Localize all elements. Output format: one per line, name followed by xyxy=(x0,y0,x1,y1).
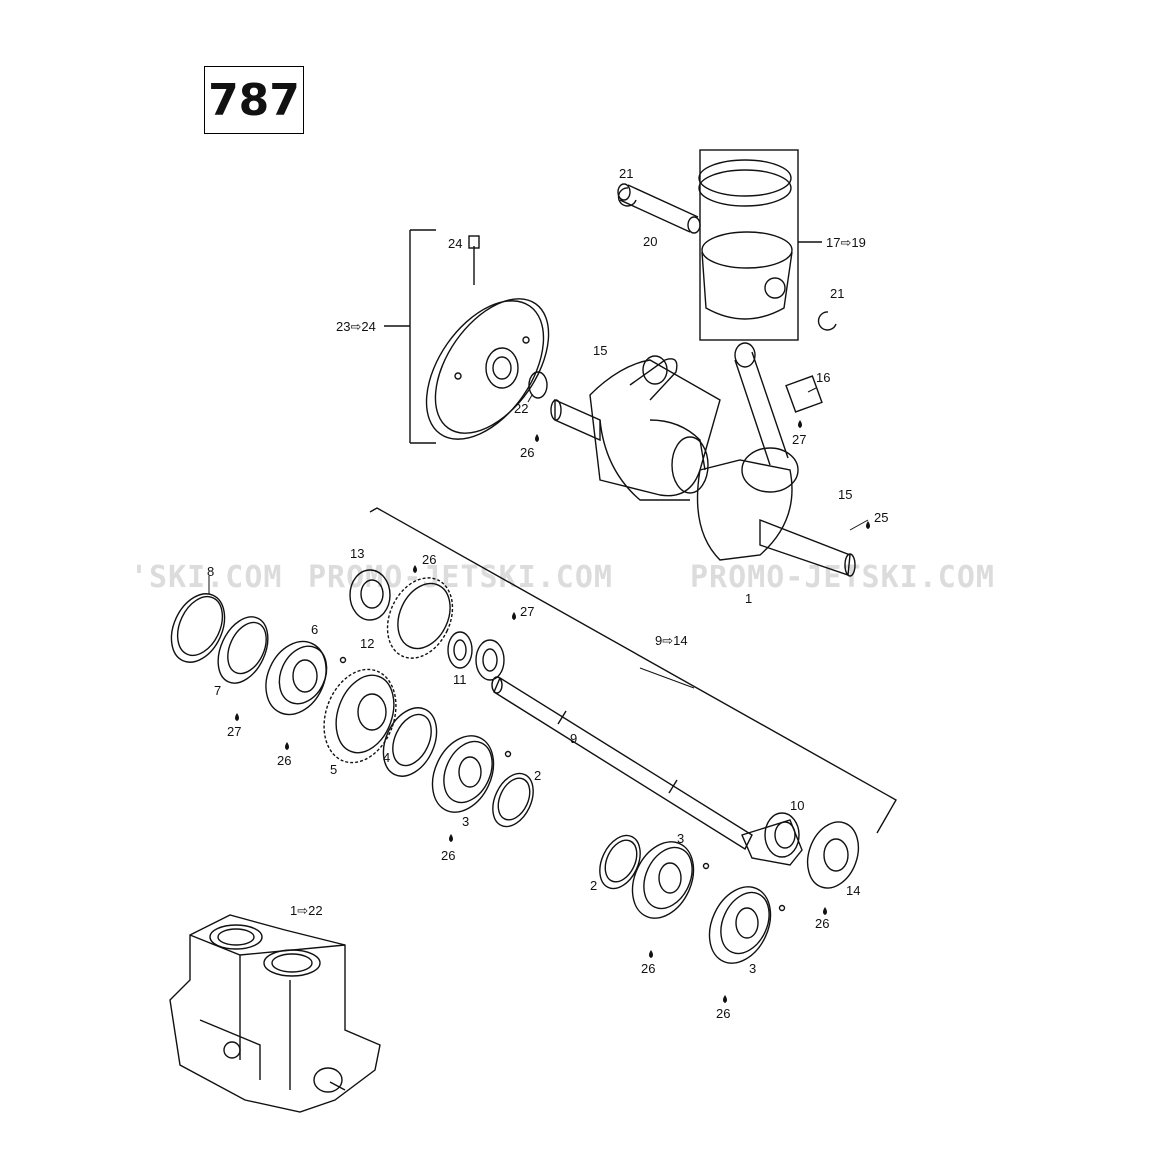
callout-27a: 27 xyxy=(792,432,806,447)
bearing-3c xyxy=(708,886,772,964)
callout-6: 6 xyxy=(311,622,318,637)
grease-nipple xyxy=(468,235,480,249)
seal-27 xyxy=(475,639,505,681)
callout-3c: 3 xyxy=(749,961,756,976)
connecting-rod xyxy=(734,351,789,466)
piston-pin xyxy=(619,184,699,233)
oil-drop-icon xyxy=(866,521,870,529)
cylinder-2 xyxy=(263,949,321,977)
piston-frame xyxy=(699,149,799,341)
piston-group xyxy=(617,149,837,341)
oil-drop-icon xyxy=(512,612,516,620)
callout-26g: 26 xyxy=(716,1006,730,1021)
gear-12 xyxy=(386,577,454,659)
callout-8: 8 xyxy=(207,564,214,579)
leader-lines xyxy=(208,387,869,689)
left-seal-group xyxy=(170,593,347,716)
callout-21b: 21 xyxy=(830,286,844,301)
oil-drop-icon xyxy=(798,420,802,428)
engine-code-box: 787 xyxy=(204,66,304,134)
callout-2b: 2 xyxy=(590,878,597,893)
callout-7: 7 xyxy=(214,683,221,698)
balancer-shaft-9 xyxy=(491,676,753,851)
callout-10: 10 xyxy=(790,798,804,813)
oil-drop-icon xyxy=(823,907,827,915)
crankshaft xyxy=(550,342,856,577)
callout-26b: 26 xyxy=(422,552,436,567)
callout-23-24: 23⇨24 xyxy=(336,319,376,334)
callout-9-14: 9⇨14 xyxy=(655,633,688,648)
callout-9: 9 xyxy=(570,731,577,746)
ring-8 xyxy=(170,593,226,663)
callout-16: 16 xyxy=(816,370,830,385)
callout-27c: 27 xyxy=(227,724,241,739)
seal-7 xyxy=(217,616,269,684)
bearing-13 xyxy=(349,569,391,621)
needle-bearing-16 xyxy=(785,375,823,413)
oil-drop-icon xyxy=(649,950,653,958)
callout-1: 1 xyxy=(745,591,752,606)
gear-5 xyxy=(323,668,397,764)
callout-1-22: 1⇨22 xyxy=(290,903,323,918)
callout-21a: 21 xyxy=(619,166,633,181)
callout-15a: 15 xyxy=(593,343,607,358)
callout-26c: 26 xyxy=(277,753,291,768)
callout-20: 20 xyxy=(643,234,657,249)
oil-drop-icon xyxy=(723,995,727,1003)
callout-3a: 3 xyxy=(462,814,469,829)
callout-11: 11 xyxy=(453,672,467,687)
bearing-14 xyxy=(806,821,860,889)
callout-17-19: 17⇨19 xyxy=(826,235,866,250)
oil-drop-icon xyxy=(535,434,539,442)
gear-group xyxy=(323,569,454,764)
callout-12: 12 xyxy=(360,636,374,651)
callout-26a: 26 xyxy=(520,445,534,460)
oil-drop-icon xyxy=(413,565,417,573)
oil-drop-icons xyxy=(235,420,870,1003)
circlip-top xyxy=(617,187,637,207)
callout-26e: 26 xyxy=(815,916,829,931)
engine-thumbnail xyxy=(169,914,381,1113)
bearing-3a xyxy=(431,735,495,813)
callout-2a: 2 xyxy=(534,768,541,783)
right-bearing-group xyxy=(599,812,860,964)
middle-bearing-group xyxy=(382,707,534,828)
ring-2a xyxy=(492,772,534,828)
callout-labels: 21 20 17⇨19 21 24 23⇨24 15 16 22 27 26 1… xyxy=(207,166,888,1021)
watermark-center: PROMO-JETSKI.COM xyxy=(308,560,613,595)
callout-26d: 26 xyxy=(441,848,455,863)
oil-drop-icon xyxy=(235,713,239,721)
callout-27b: 27 xyxy=(520,604,534,619)
callout-5: 5 xyxy=(330,762,337,777)
bearing-3b xyxy=(631,841,695,919)
callout-3b: 3 xyxy=(677,831,684,846)
oil-drop-icon xyxy=(285,742,289,750)
watermark-left: 'SKI.COM xyxy=(130,560,283,595)
bearing-6 xyxy=(265,640,327,716)
callout-14: 14 xyxy=(846,883,860,898)
callout-4: 4 xyxy=(383,750,390,765)
callout-22: 22 xyxy=(514,401,528,416)
callout-13: 13 xyxy=(350,546,364,561)
oil-drop-icon xyxy=(449,834,453,842)
cylinder-1 xyxy=(209,924,263,950)
ring-2b xyxy=(599,834,641,890)
callout-25: 25 xyxy=(874,510,888,525)
bearing-11 xyxy=(447,631,473,669)
flywheel-disc xyxy=(384,229,550,444)
callout-26f: 26 xyxy=(641,961,655,976)
callout-15b: 15 xyxy=(838,487,852,502)
washer-4 xyxy=(382,707,438,777)
piston-body xyxy=(701,251,793,320)
shaft-bracket xyxy=(369,507,897,834)
piston-ring xyxy=(698,159,792,197)
callout-24: 24 xyxy=(448,236,462,251)
spacer-ring-22 xyxy=(528,371,548,399)
watermark-right: PROMO-JETSKI.COM xyxy=(690,560,995,595)
circlip-bottom xyxy=(817,311,837,331)
